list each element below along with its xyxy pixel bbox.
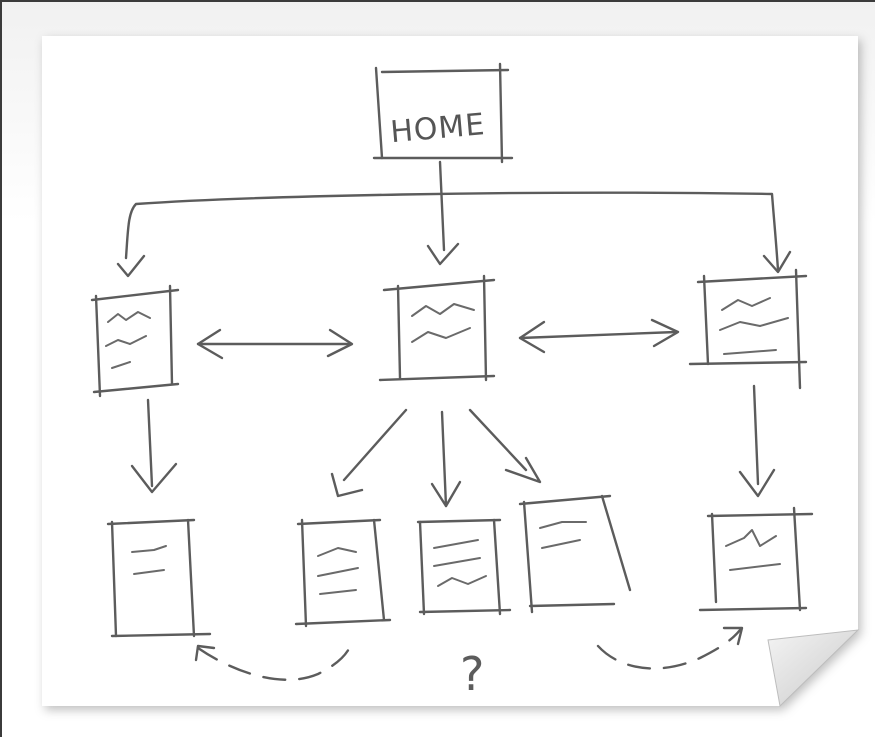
question-mark: ?	[460, 647, 484, 701]
home-label: HOME	[389, 107, 487, 150]
paper-curl	[767, 629, 860, 708]
sibling-arrow-left	[196, 328, 354, 360]
page-node-l3-2	[294, 518, 392, 628]
page-node-left	[90, 284, 180, 398]
page-node-center	[378, 274, 496, 382]
arrow-head-left	[116, 254, 146, 278]
dashed-connectors	[194, 626, 744, 681]
page-node-l3-1	[106, 518, 212, 638]
page-node-right	[688, 268, 808, 390]
paper-sheet	[42, 36, 858, 706]
arrow-head-right	[762, 250, 792, 274]
sibling-arrow-right	[518, 318, 680, 354]
arrow-head-center	[426, 242, 460, 266]
page-node-l3-5	[698, 506, 814, 612]
home-node: HOME	[372, 62, 514, 164]
page-node-l3-4	[518, 494, 632, 614]
child-arrows	[130, 384, 776, 508]
home-connectors	[116, 160, 792, 278]
page-node-l3-3	[416, 518, 512, 616]
